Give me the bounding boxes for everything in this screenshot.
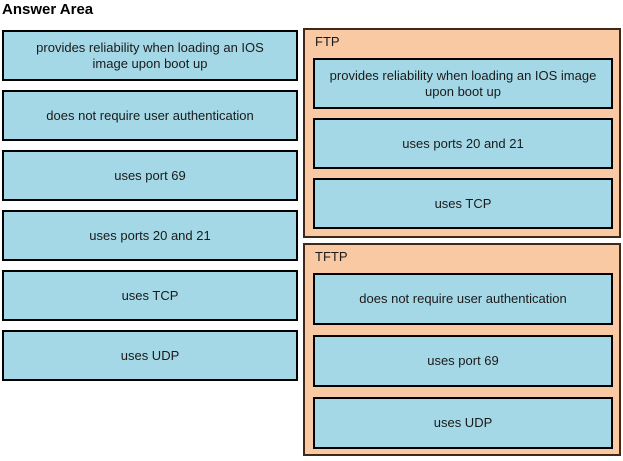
dropped-item-tcp[interactable]: uses TCP [313, 178, 613, 229]
drop-target-ftp-label: FTP [315, 34, 340, 49]
drop-target-tftp[interactable]: TFTP does not require user authenticatio… [303, 243, 621, 456]
drag-item-ports-20-21[interactable]: uses ports 20 and 21 [2, 210, 298, 261]
drag-item-tcp[interactable]: uses TCP [2, 270, 298, 321]
dropped-item-ports-20-21[interactable]: uses ports 20 and 21 [313, 118, 613, 169]
page-title: Answer Area [2, 1, 94, 18]
drag-item-no-authentication[interactable]: does not require user authentication [2, 90, 298, 141]
source-items-column: provides reliability when loading an IOS… [2, 30, 298, 381]
drag-item-ios-reliability[interactable]: provides reliability when loading an IOS… [2, 30, 298, 81]
dropped-item-port-69[interactable]: uses port 69 [313, 335, 613, 387]
drop-target-ftp[interactable]: FTP provides reliability when loading an… [303, 28, 621, 238]
dropped-item-no-authentication[interactable]: does not require user authentication [313, 273, 613, 325]
dropped-item-udp[interactable]: uses UDP [313, 397, 613, 449]
drop-targets-column: FTP provides reliability when loading an… [303, 28, 621, 456]
drag-item-udp[interactable]: uses UDP [2, 330, 298, 381]
drop-target-tftp-label: TFTP [315, 249, 348, 264]
dropped-item-ios-reliability[interactable]: provides reliability when loading an IOS… [313, 58, 613, 109]
drag-item-port-69[interactable]: uses port 69 [2, 150, 298, 201]
